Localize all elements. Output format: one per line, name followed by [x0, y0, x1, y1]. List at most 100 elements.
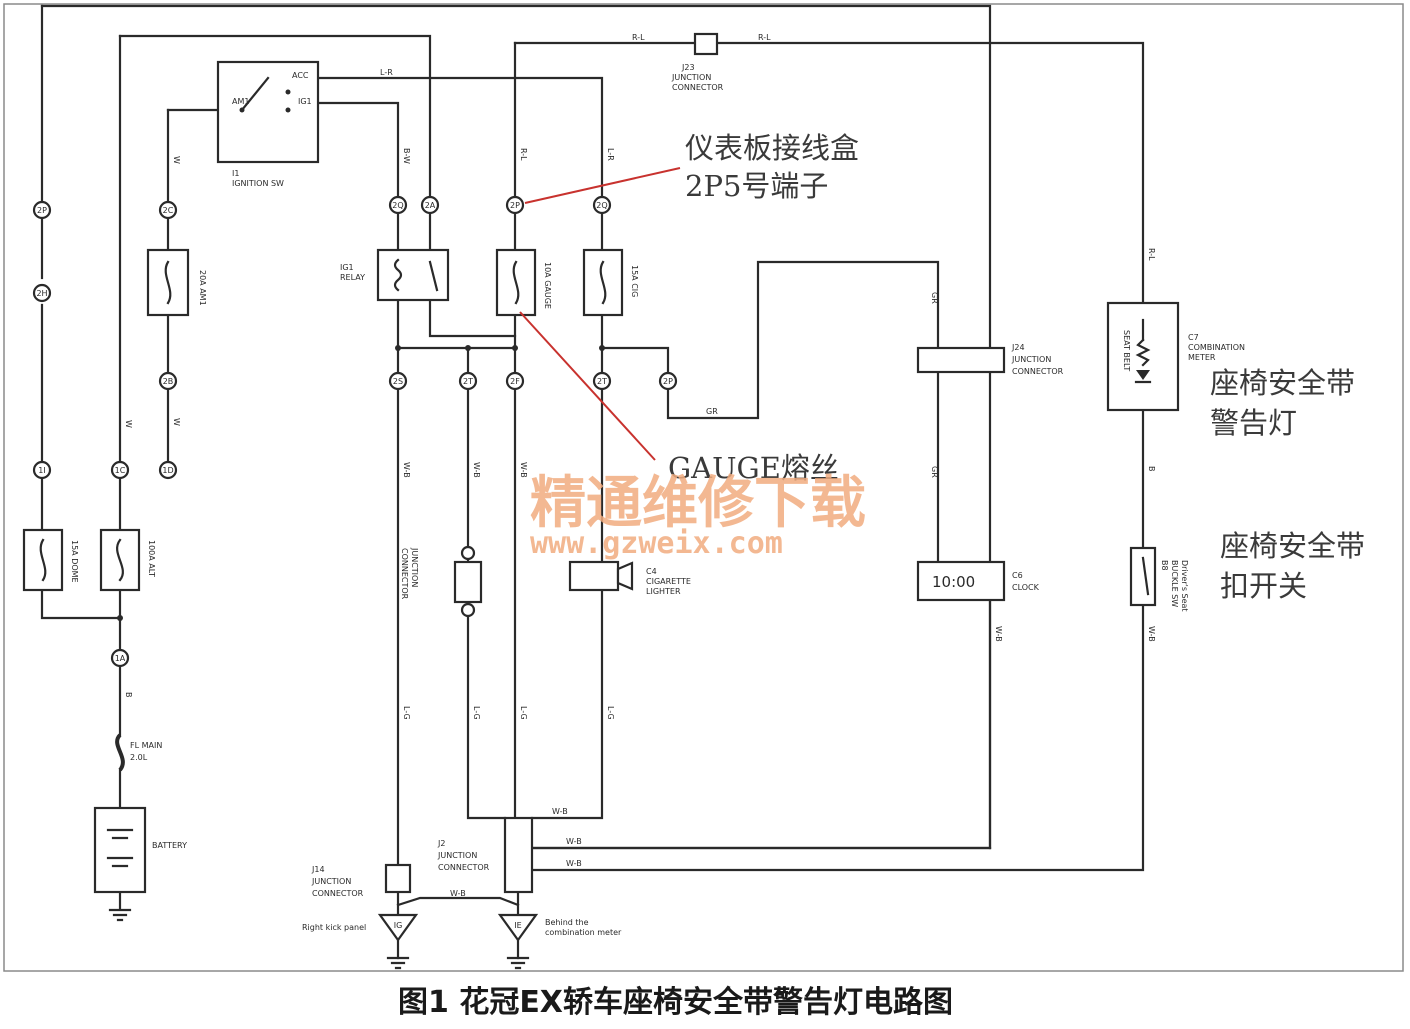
svg-text:BUCKLE SW: BUCKLE SW	[1170, 560, 1179, 607]
svg-text:CIGARETTE: CIGARETTE	[646, 577, 691, 586]
mid-junction-connector: JUNCTION CONNECTOR	[400, 545, 483, 618]
connector-2q-a: 2Q	[388, 195, 408, 215]
svg-text:B8: B8	[1160, 560, 1169, 571]
fuse-cig: 15A CIG	[582, 248, 639, 317]
svg-text:L-G: L-G	[472, 706, 481, 720]
svg-text:2P: 2P	[663, 377, 673, 386]
svg-text:R-L: R-L	[1147, 248, 1156, 261]
svg-text:JUNCTION: JUNCTION	[311, 877, 351, 886]
annotation-junction-box-1: 仪表板接线盒	[685, 131, 859, 165]
connector-2c: 2C	[158, 200, 178, 220]
svg-text:CONNECTOR: CONNECTOR	[1012, 367, 1064, 376]
svg-text:COMBINATION: COMBINATION	[1188, 343, 1245, 352]
annotation-junction-box-2: 2P5号端子	[685, 169, 828, 203]
ig1-relay: IG1 RELAY	[340, 248, 450, 302]
svg-text:Right kick panel: Right kick panel	[302, 923, 366, 932]
diagram-frame	[3, 3, 1404, 972]
svg-text:JUNCTION: JUNCTION	[410, 547, 419, 587]
battery: BATTERY	[93, 806, 187, 922]
svg-text:IG: IG	[394, 921, 403, 930]
svg-text:10A GAUGE: 10A GAUGE	[543, 262, 552, 309]
j2-junction-connector: J2 JUNCTION CONNECTOR	[437, 816, 534, 894]
fuse-am1: 20A AM1	[146, 248, 207, 317]
svg-text:100A ALT: 100A ALT	[147, 540, 156, 577]
svg-text:METER: METER	[1188, 353, 1216, 362]
svg-text:GR: GR	[930, 466, 939, 478]
svg-text:J14: J14	[311, 865, 325, 874]
svg-text:15A CIG: 15A CIG	[630, 265, 639, 297]
svg-text:2C: 2C	[163, 206, 174, 215]
svg-text:JUNCTION: JUNCTION	[437, 851, 477, 860]
svg-text:CLOCK: CLOCK	[1012, 583, 1040, 592]
svg-text:L-R: L-R	[380, 68, 393, 77]
svg-text:1I: 1I	[38, 466, 45, 475]
fuse-alt: 100A ALT	[99, 528, 156, 592]
svg-text:CONNECTOR: CONNECTOR	[400, 548, 409, 600]
svg-text:ACC: ACC	[292, 71, 309, 80]
svg-text:1C: 1C	[115, 466, 126, 475]
svg-text:2Q: 2Q	[596, 201, 607, 210]
svg-text:L-R: L-R	[606, 148, 615, 161]
connector-2b: 2B	[158, 371, 178, 391]
connector-2a: 2A	[420, 195, 440, 215]
svg-text:FL MAIN: FL MAIN	[130, 741, 162, 750]
ground-ig: IG Right kick panel	[302, 913, 419, 970]
connector-2t-b: 2T	[592, 371, 612, 391]
ground-ie: IE Behind the combination meter	[497, 913, 622, 970]
svg-text:W-B: W-B	[402, 462, 411, 478]
svg-text:IG1: IG1	[298, 97, 312, 106]
svg-text:I1: I1	[232, 169, 239, 178]
connector-1i: 1I	[32, 460, 52, 480]
svg-text:2.0L: 2.0L	[130, 753, 148, 762]
svg-text:IG1: IG1	[340, 263, 354, 272]
wires	[40, 4, 1145, 960]
svg-text:B: B	[1147, 466, 1156, 472]
svg-text:BATTERY: BATTERY	[152, 841, 187, 850]
j14-junction-connector: J14 JUNCTION CONNECTOR	[311, 863, 412, 898]
svg-text:2H: 2H	[36, 289, 47, 298]
svg-text:LIGHTER: LIGHTER	[646, 587, 681, 596]
connector-2f: 2F	[505, 371, 525, 391]
svg-text:20A AM1: 20A AM1	[198, 270, 207, 306]
svg-text:W: W	[124, 420, 133, 428]
svg-text:combination meter: combination meter	[545, 928, 622, 937]
svg-text:W-B: W-B	[472, 462, 481, 478]
svg-text:L-G: L-G	[402, 706, 411, 720]
svg-text:W-B: W-B	[994, 626, 1003, 642]
connector-2p-b: 2P	[658, 371, 678, 391]
combination-meter: SEAT BELT C7 COMBINATION METER	[1106, 301, 1245, 412]
svg-text:L-G: L-G	[519, 706, 528, 720]
svg-text:W-B: W-B	[450, 889, 466, 898]
svg-text:RELAY: RELAY	[340, 273, 365, 282]
svg-text:2P: 2P	[510, 201, 520, 210]
svg-text:J2: J2	[437, 839, 445, 848]
cigarette-lighter: C4 CIGARETTE LIGHTER	[568, 560, 691, 596]
connector-2s: 2S	[388, 371, 408, 391]
svg-text:2A: 2A	[425, 201, 436, 210]
connector-1c: 1C	[110, 460, 130, 480]
svg-text:CONNECTOR: CONNECTOR	[438, 863, 490, 872]
svg-text:Driver's Seat: Driver's Seat	[1180, 560, 1189, 612]
svg-text:2P: 2P	[37, 206, 47, 215]
connector-2h: 2H	[32, 283, 52, 303]
connector-2q-b: 2Q	[592, 195, 612, 215]
svg-text:2B: 2B	[163, 377, 174, 386]
watermark-url: www.gzweix.com	[530, 526, 783, 561]
svg-text:W-B: W-B	[519, 462, 528, 478]
annotation-buckle-switch-1: 座椅安全带	[1220, 529, 1365, 563]
svg-text:B: B	[124, 692, 133, 698]
svg-text:GR: GR	[706, 407, 718, 416]
svg-text:J24: J24	[1011, 343, 1025, 352]
annotation-warning-light-1: 座椅安全带	[1210, 366, 1355, 400]
connector-2p-left: 2P	[32, 200, 52, 220]
connector-2p-mid: 2P	[505, 195, 525, 215]
connector-1d: 1D	[158, 460, 178, 480]
svg-text:B-W: B-W	[402, 148, 411, 164]
connector-pins: 2P 2H 1I 1C 1D 2C 2B 1A 2Q 2A 2P 2Q 2S 2…	[32, 195, 678, 668]
buckle-switch: B8 BUCKLE SW Driver's Seat	[1129, 546, 1189, 612]
watermark-title: 精通维修下载	[530, 471, 866, 536]
svg-text:2Q: 2Q	[392, 201, 403, 210]
annotation-gauge-fuse: GAUGE熔丝	[668, 451, 839, 485]
svg-text:1D: 1D	[162, 466, 173, 475]
